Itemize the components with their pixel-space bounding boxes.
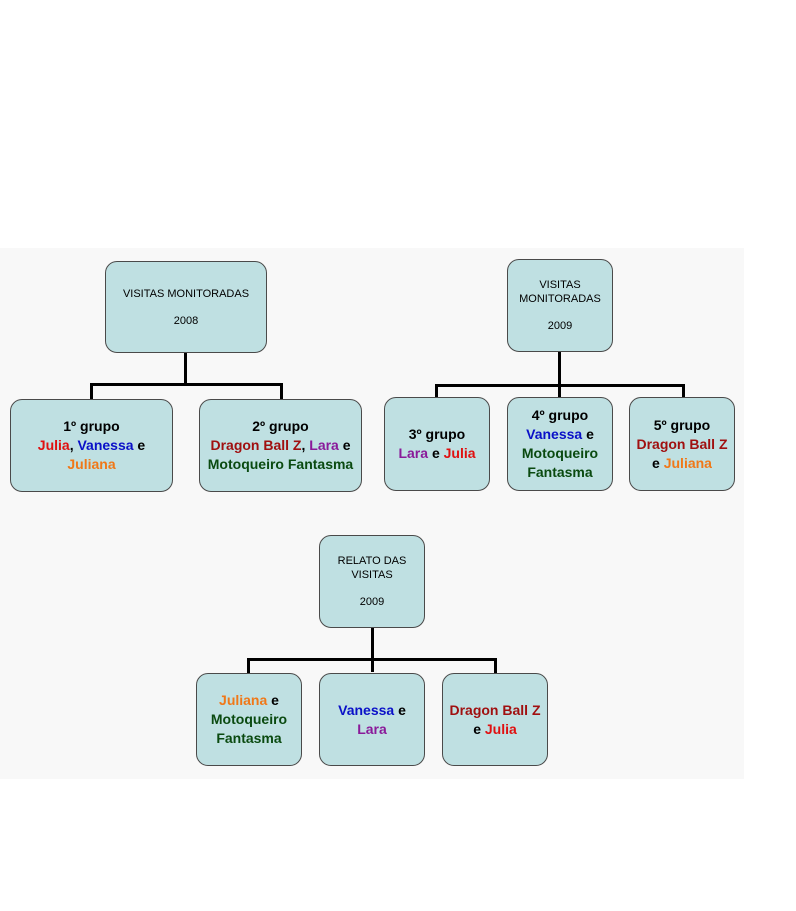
member-name: Juliana [663, 454, 712, 471]
connector [558, 384, 561, 398]
connector [682, 384, 685, 398]
member-name: Dragon Ball Z [210, 437, 302, 453]
group-title: 1º grupo [63, 418, 120, 434]
separator: , [301, 437, 306, 453]
member-name: Lara [357, 720, 387, 737]
root-title: VISITAS MONITORADAS [122, 287, 250, 300]
conjunction: e [473, 720, 481, 737]
connector [558, 351, 561, 386]
group-node-3: 3º grupo Lara e Julia [384, 397, 490, 491]
root-node-visitas-2008: VISITAS MONITORADAS 2008 [105, 261, 267, 353]
group-node-4: 4º grupo Vanessa e Motoqueiro Fantasma [507, 397, 613, 491]
member-name: Motoqueiro [210, 711, 288, 727]
connector [371, 627, 374, 672]
member-name: Fantasma [216, 730, 282, 746]
root-year: 2009 [547, 320, 573, 332]
connector [247, 658, 497, 661]
conjunction: e [431, 445, 440, 461]
group-node-1: 1º grupo Julia, Vanessa e Juliana [10, 399, 173, 492]
relato-node-2: Vanessa e Lara [319, 673, 425, 766]
root-title: VISITAS [539, 279, 581, 291]
separator: , [69, 437, 74, 453]
conjunction: e [652, 454, 660, 471]
member-name: Vanessa [77, 437, 134, 453]
group-title: 3º grupo [408, 426, 466, 442]
member-name: Motoqueiro [521, 445, 599, 461]
member-name: Dragon Ball Z [449, 701, 541, 718]
connector [90, 383, 283, 386]
member-name: Motoqueiro Fantasma [207, 456, 354, 472]
conjunction: e [398, 701, 406, 718]
conjunction: e [271, 692, 279, 708]
group-title: 2º grupo [252, 418, 309, 434]
member-name: Juliana [219, 692, 268, 708]
conjunction: e [586, 426, 594, 442]
connector [90, 383, 93, 400]
root-title: RELATO DAS [337, 555, 407, 567]
group-node-5: 5º grupo Dragon Ball Z e Juliana [629, 397, 735, 491]
relato-node-1: Juliana e Motoqueiro Fantasma [196, 673, 302, 766]
connector [184, 352, 187, 385]
root-node-relato-2009: RELATO DAS VISITAS 2009 [319, 535, 425, 628]
member-name: Vanessa [338, 701, 395, 718]
member-name: Lara [309, 437, 339, 453]
connector [435, 384, 438, 398]
connector [494, 658, 497, 674]
member-name: Fantasma [527, 464, 593, 480]
member-name: Juliana [67, 456, 116, 472]
root-year: 2008 [173, 314, 199, 327]
member-name: Lara [398, 445, 429, 461]
root-year: 2009 [359, 596, 385, 608]
conjunction: e [137, 437, 146, 453]
group-node-2: 2º grupo Dragon Ball Z, Lara e Motoqueir… [199, 399, 362, 492]
connector [280, 383, 283, 400]
conjunction: e [342, 437, 351, 453]
root-node-visitas-2009: VISITAS MONITORADAS 2009 [507, 259, 613, 352]
root-title: MONITORADAS [519, 293, 601, 305]
member-name: Julia [484, 720, 517, 737]
group-title: 4º grupo [531, 407, 589, 423]
root-title: VISITAS [351, 569, 393, 581]
connector [247, 658, 250, 674]
member-name: Vanessa [526, 426, 583, 442]
relato-node-3: Dragon Ball Z e Julia [442, 673, 548, 766]
member-name: Dragon Ball Z [636, 435, 728, 452]
group-title: 5º grupo [653, 416, 711, 433]
member-name: Julia [37, 437, 70, 453]
member-name: Julia [443, 445, 476, 461]
